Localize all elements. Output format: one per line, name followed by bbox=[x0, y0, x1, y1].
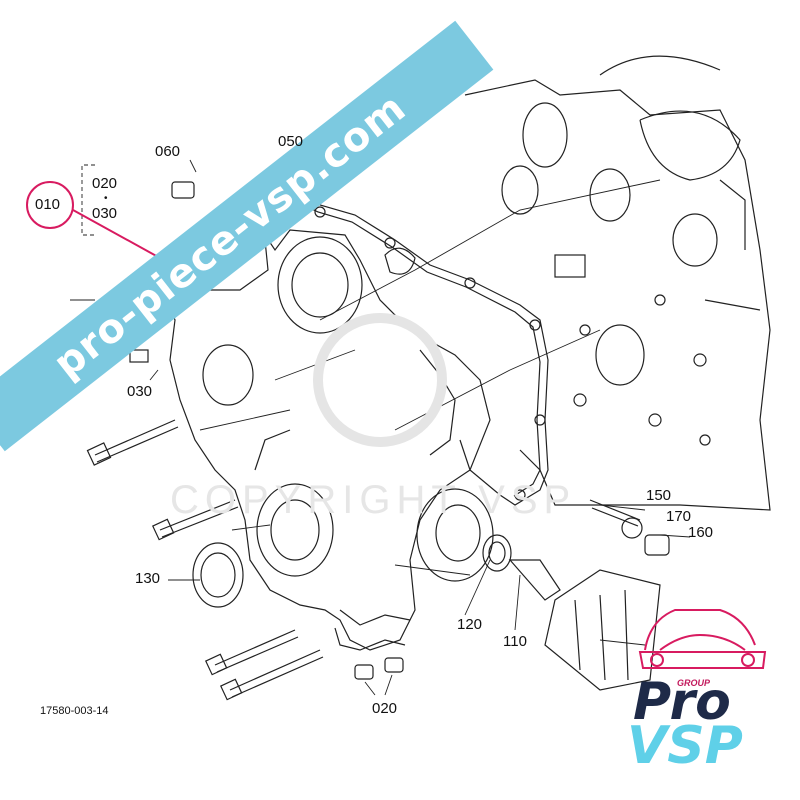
drawing-reference: 17580-003-14 bbox=[40, 705, 109, 717]
car-outline-icon bbox=[638, 609, 767, 669]
part-label-030-bolt: 030 bbox=[127, 383, 153, 400]
leader-lines bbox=[70, 151, 691, 696]
separator-dot: • bbox=[104, 193, 108, 204]
part-label-120: 120 bbox=[457, 616, 483, 633]
copyright-watermark: COPYRIGHT VSP bbox=[170, 478, 577, 522]
gear-case bbox=[164, 229, 491, 651]
part-label-150: 150 bbox=[646, 487, 672, 504]
part-label-130: 130 bbox=[135, 570, 161, 587]
logo-vsp-text: VSP bbox=[627, 716, 743, 776]
part-label-160: 160 bbox=[688, 524, 714, 541]
provsp-logo: GROUP Pro VSP bbox=[605, 590, 785, 780]
part-label-030: 030 bbox=[92, 205, 118, 222]
filter-assembly bbox=[416, 488, 661, 691]
small-parts bbox=[192, 499, 670, 680]
part-label-060: 060 bbox=[155, 143, 181, 160]
part-label-170: 170 bbox=[666, 508, 692, 525]
logo-pro-text: Pro bbox=[633, 672, 731, 732]
part-label-010: 010 bbox=[35, 196, 61, 213]
watermark-ring bbox=[313, 313, 447, 447]
part-label-110: 110 bbox=[503, 633, 527, 650]
highlight-callout bbox=[26, 181, 161, 259]
part-label-020-plugs: 020 bbox=[372, 700, 398, 717]
logo-group-text: GROUP bbox=[677, 678, 711, 688]
engine-block bbox=[464, 55, 771, 511]
part-label-050: 050 bbox=[278, 133, 304, 150]
part-label-020: 020 bbox=[92, 175, 118, 192]
